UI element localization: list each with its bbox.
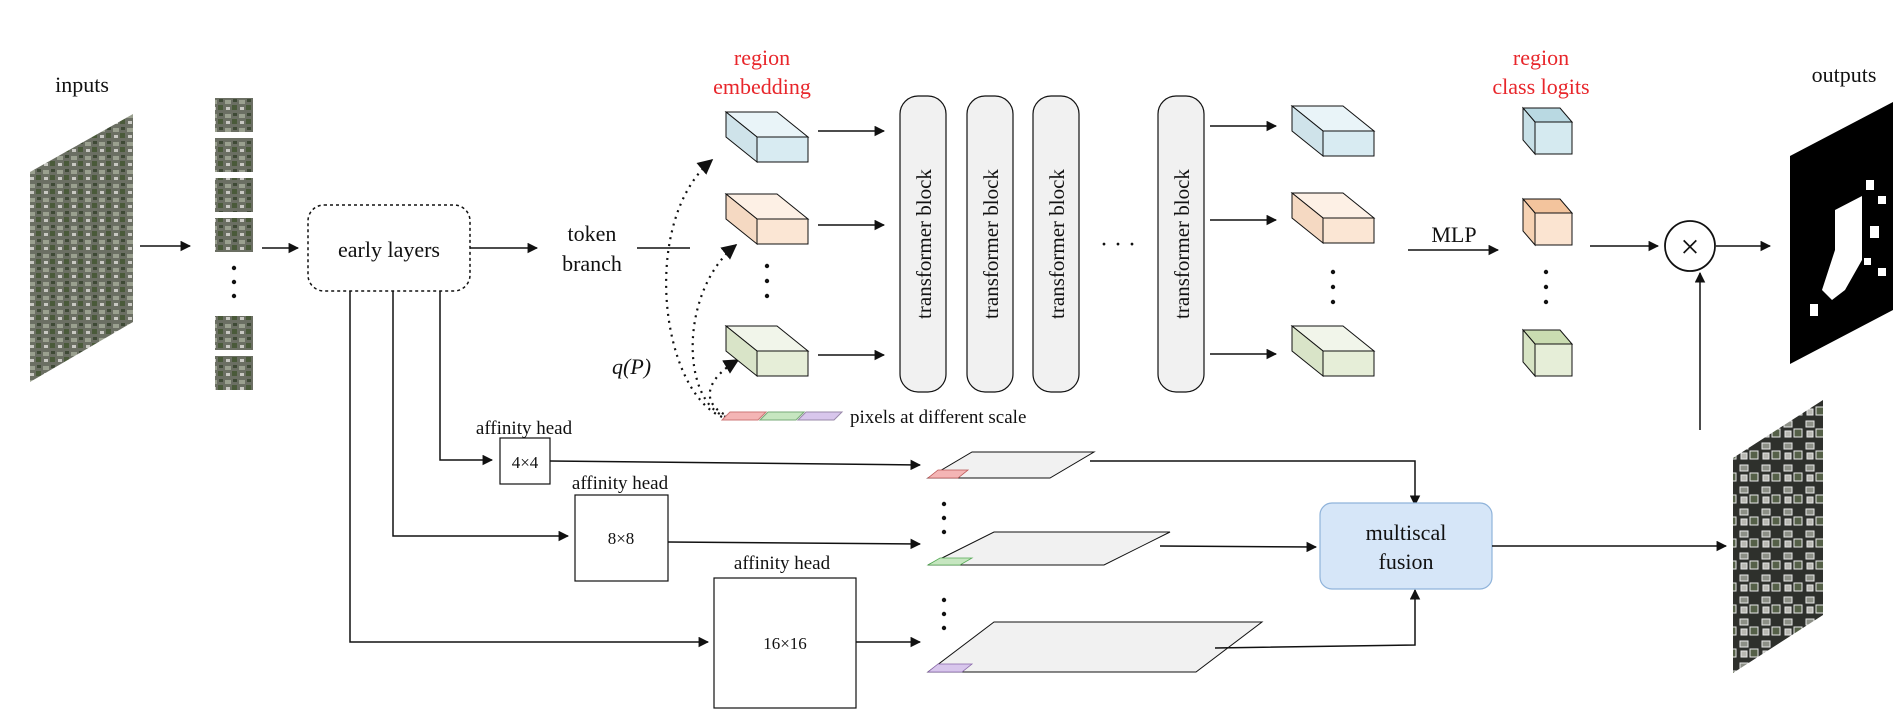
transformer-block-1: transformer block — [899, 95, 947, 393]
token-branch-label-1: token — [568, 221, 617, 246]
image-patches — [215, 98, 253, 390]
qp-label: q(P) — [612, 354, 651, 379]
region-embedding-blue — [724, 110, 810, 164]
output-token-orange — [1290, 191, 1376, 245]
patch-3 — [215, 178, 253, 212]
arrow-affinity4-to-plane — [549, 459, 922, 471]
patch-ellipsis-dot — [231, 279, 237, 285]
multiply-symbol: × — [1680, 229, 1699, 266]
multiscale-fusion-box — [1319, 502, 1493, 590]
transformer-block-label: transformer block — [912, 169, 936, 319]
arrow-plane16-to-fusion — [1214, 588, 1421, 649]
pixel-purple — [796, 411, 844, 421]
transformer-block-4: transformer block — [1157, 95, 1205, 393]
plane-ellipsis-dot — [941, 597, 947, 603]
transformer-block-3: transformer block — [1032, 95, 1080, 393]
mlp-label: MLP — [1431, 222, 1476, 247]
multiscale-fusion-label-1: multiscal — [1366, 520, 1447, 545]
patch-2 — [215, 138, 253, 172]
output-mask-image — [1790, 102, 1893, 364]
input-satellite-image — [30, 114, 133, 382]
patch-1 — [215, 98, 253, 132]
token-branch-label-2: branch — [562, 251, 622, 276]
arrow-early-to-affinity4 — [439, 291, 494, 466]
plane-ellipsis-dot — [941, 529, 947, 535]
output-token-blue — [1290, 104, 1376, 158]
out-ellipsis-dot — [1330, 299, 1336, 305]
pixel-samples — [720, 411, 844, 421]
region-embedding-label-1: region — [734, 45, 790, 70]
logit-cube-blue — [1521, 106, 1574, 156]
transformer-block-label: transformer block — [1170, 169, 1194, 319]
affinity-head-label-4: affinity head — [476, 418, 573, 439]
patch-5 — [215, 316, 253, 350]
dotted-arrow-to-emb2 — [691, 244, 738, 419]
affinity-size-16: 16×16 — [763, 634, 807, 653]
early-layers-label: early layers — [338, 237, 440, 262]
transformer-block-2: transformer block — [966, 95, 1014, 393]
logit-ellipsis-dot — [1543, 269, 1549, 275]
arrow-plane4-to-fusion — [1090, 460, 1421, 507]
plane-ellipsis-dot — [941, 611, 947, 617]
patch-4 — [215, 218, 253, 252]
transformer-ellipsis: · · · — [1100, 232, 1136, 258]
affinity-head-16x16 — [713, 577, 857, 709]
logit-ellipsis-dot — [1543, 284, 1549, 290]
dotted-arrow-to-emb3 — [708, 359, 740, 419]
arrow-early-to-affinity16 — [349, 291, 710, 648]
emb-ellipsis-dot — [764, 293, 770, 299]
multiply-node — [1664, 220, 1716, 272]
logit-ellipsis-dot — [1543, 299, 1549, 305]
out-ellipsis-dot — [1330, 284, 1336, 290]
affinity-map-16x16 — [926, 621, 1264, 673]
arrow-plane8-to-fusion — [1159, 541, 1318, 553]
inputs-label: inputs — [55, 72, 109, 97]
affinity-head-4x4 — [499, 437, 551, 485]
patch-6 — [215, 356, 253, 390]
output-token-green — [1290, 324, 1376, 378]
patch-ellipsis-dot — [231, 265, 237, 271]
affinity-head-label-8: affinity head — [572, 473, 669, 494]
arrow-early-to-affinity8 — [392, 291, 570, 542]
region-class-logits-label-1: region — [1513, 45, 1569, 70]
dotted-arrow-to-emb1 — [665, 159, 723, 419]
arrow-affinity8-to-plane — [667, 538, 922, 550]
emb-ellipsis-dot — [764, 278, 770, 284]
logit-cube-orange — [1521, 197, 1574, 247]
out-ellipsis-dot — [1330, 269, 1336, 275]
affinity-map-4x4 — [926, 451, 1096, 479]
pixel-green — [758, 411, 806, 421]
superpixel-segmentation-image — [1733, 400, 1823, 673]
outputs-label: outputs — [1812, 62, 1877, 87]
region-embedding-green — [724, 324, 810, 378]
region-embedding-orange — [724, 192, 810, 246]
logit-cube-green — [1521, 328, 1574, 378]
affinity-head-label-16: affinity head — [734, 553, 831, 574]
region-class-logits-label-2: class logits — [1492, 74, 1589, 99]
affinity-size-8: 8×8 — [608, 529, 635, 548]
multiscale-fusion-label-2: fusion — [1379, 549, 1434, 574]
pixels-scale-label: pixels at different scale — [850, 407, 1026, 428]
plane-ellipsis-dot — [941, 515, 947, 521]
affinity-size-4: 4×4 — [512, 453, 539, 472]
plane-ellipsis-dot — [941, 625, 947, 631]
pixel-red — [720, 411, 768, 421]
region-embedding-label-2: embedding — [713, 74, 811, 99]
patch-ellipsis-dot — [231, 293, 237, 299]
affinity-map-8x8 — [926, 531, 1171, 566]
transformer-block-label: transformer block — [1045, 169, 1069, 319]
emb-ellipsis-dot — [764, 263, 770, 269]
affinity-head-8x8 — [574, 494, 669, 582]
transformer-block-label: transformer block — [979, 169, 1003, 319]
plane-ellipsis-dot — [941, 501, 947, 507]
